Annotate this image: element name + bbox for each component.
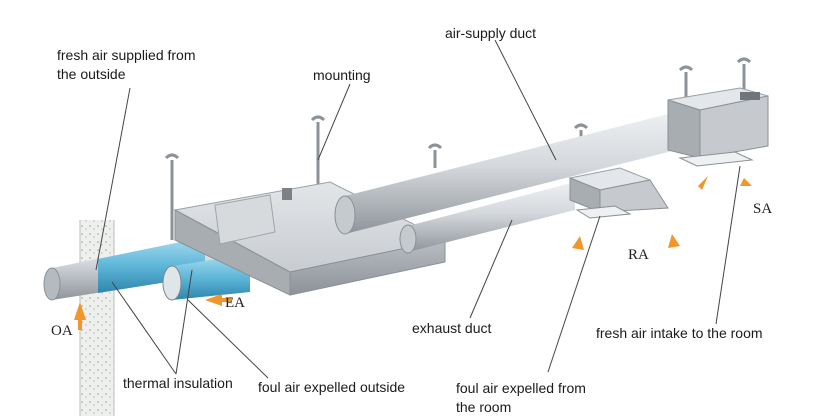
exhaust-duct <box>399 182 575 254</box>
foul-air-outside-label: foul air expelled outside <box>258 379 406 395</box>
oa-label: OA <box>51 323 73 339</box>
airflow-arrow-icon <box>74 176 752 330</box>
exhaust-duct-label: exhaust duct <box>412 320 492 336</box>
ea-label: EA <box>225 295 245 311</box>
foul-air-room-label-line2: the room <box>456 399 512 415</box>
room-air-supply-box <box>667 87 769 167</box>
fresh-air-supplied-label-line1: fresh air supplied from <box>57 47 196 63</box>
hanger-rod-icon <box>164 57 752 240</box>
sa-label: SA <box>753 201 773 217</box>
fresh-air-intake-label: fresh air intake to the room <box>596 325 763 341</box>
ra-label: RA <box>628 247 649 263</box>
heat-recovery-unit <box>173 181 447 296</box>
leader-lines <box>95 39 741 379</box>
thermal-insulation-label: thermal insulation <box>123 375 233 391</box>
foul-air-room-label-line1: foul air expelled from <box>456 380 586 396</box>
wall-icon <box>79 220 115 416</box>
air-supply-duct <box>334 112 676 235</box>
mounting-label: mounting <box>313 67 371 83</box>
air-supply-duct-label: air-supply duct <box>445 25 537 41</box>
room-air-extract-box <box>568 167 669 219</box>
fresh-air-supplied-label-line2: the outside <box>57 66 126 82</box>
